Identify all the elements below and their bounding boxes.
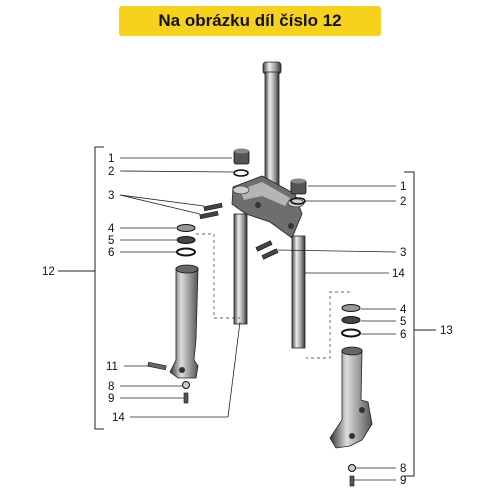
bolt-left — [183, 392, 189, 404]
callout-5-right: 5 — [400, 316, 406, 328]
bleed-screw — [147, 361, 167, 371]
stanchion-left — [233, 213, 248, 325]
callouts-right: 1 2 3 14 4 5 6 8 9 13 — [392, 181, 453, 487]
callout-6-left: 6 — [108, 247, 114, 259]
callout-9-left: 9 — [108, 393, 114, 405]
stanchion-right — [291, 235, 306, 349]
seal-right-5 — [341, 316, 361, 324]
fork-leg-left — [169, 264, 199, 379]
leader-lines — [119, 157, 397, 481]
title-text: Na obrázku díl číslo 12 — [158, 11, 342, 30]
washer-left — [182, 381, 190, 389]
title-banner: Na obrázku díl číslo 12 — [119, 6, 381, 36]
fork-leg-right — [329, 346, 373, 449]
seal-left-5 — [176, 236, 196, 244]
clamp-bolts-left — [199, 202, 223, 220]
right-group-bracket — [404, 171, 436, 477]
oring-right — [290, 197, 306, 205]
callout-2-right: 2 — [400, 196, 406, 208]
callout-3-right: 3 — [400, 247, 406, 259]
oring-left — [233, 169, 249, 177]
callout-1-left: 1 — [108, 153, 114, 165]
callout-13-group: 13 — [440, 325, 453, 337]
washer-right — [348, 464, 356, 472]
callout-2-left: 2 — [108, 166, 114, 178]
bolt-right — [349, 475, 355, 487]
callout-3-left: 3 — [108, 190, 114, 202]
callout-4-left: 4 — [108, 223, 115, 235]
callout-5-left: 5 — [108, 235, 114, 247]
callout-11-left: 11 — [106, 361, 118, 373]
callout-14-left: 14 — [112, 412, 125, 424]
triple-clamp — [231, 175, 305, 239]
callout-14-right: 14 — [392, 268, 405, 280]
callout-8-left: 8 — [108, 381, 114, 393]
callouts-left: 1 2 3 4 5 6 11 8 9 14 12 — [42, 153, 125, 424]
callout-8-right: 8 — [400, 463, 406, 475]
seal-left-6 — [176, 247, 196, 257]
clamp-bolts-right — [255, 240, 279, 260]
cap-left — [233, 148, 250, 165]
seal-left-4 — [176, 224, 196, 232]
seal-right-4 — [341, 304, 361, 312]
seal-right-6 — [341, 328, 361, 338]
callout-9-right: 9 — [400, 475, 406, 487]
callout-1-right: 1 — [400, 181, 406, 193]
callout-12-group: 12 — [42, 266, 55, 278]
callout-4-right: 4 — [400, 304, 407, 316]
callout-6-right: 6 — [400, 329, 406, 341]
cap-right — [290, 178, 307, 195]
assembly-guides — [196, 233, 350, 359]
left-group-bracket — [58, 146, 104, 430]
